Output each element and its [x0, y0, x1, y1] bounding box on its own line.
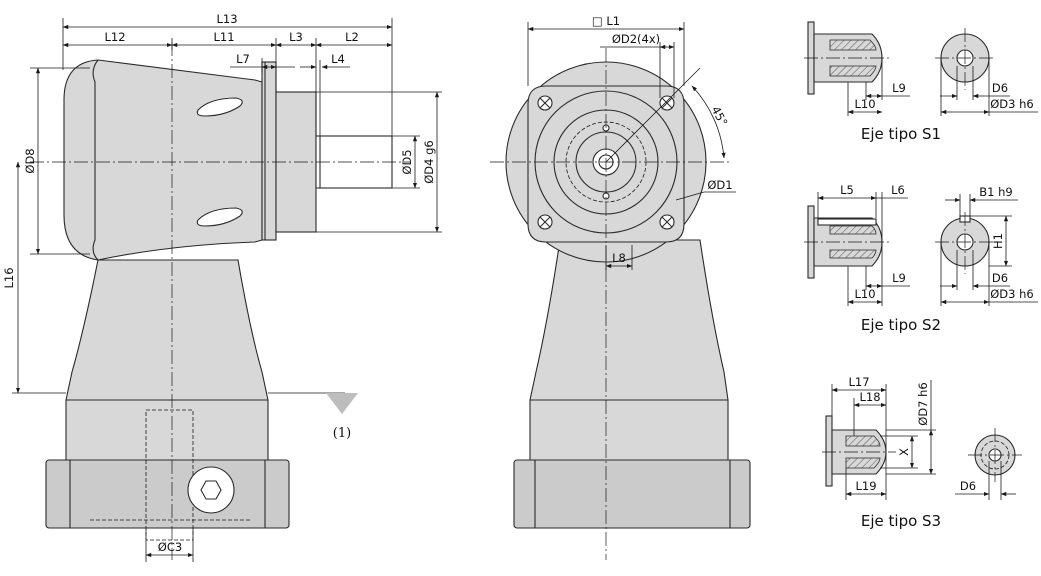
bolt-hole-tr	[659, 95, 675, 111]
front-view: □ L1 ØD2(4x) 45° ØD1 L8	[490, 14, 751, 560]
s2-label-d6: D6	[992, 271, 1008, 285]
s3-hatch-bottom	[845, 457, 881, 469]
s2-label-b1: B1 h9	[979, 185, 1012, 199]
s1-caption: Eje tipo S1	[861, 125, 941, 143]
label-l3: L3	[289, 30, 303, 44]
bolt-hole-br	[659, 214, 675, 230]
s3-label-l19: L19	[855, 479, 876, 493]
label-note: (1)	[333, 426, 351, 441]
side-slot-upper	[196, 97, 243, 117]
s3-label-d7: ØD7 h6	[916, 382, 930, 425]
mount-marker-icon	[326, 393, 358, 414]
s3-label-x: X	[897, 448, 911, 456]
s2-hatch-bottom	[829, 249, 877, 259]
label-d1: ØD1	[707, 178, 732, 192]
s1-label-d6: D6	[992, 81, 1008, 95]
label-l8: L8	[612, 251, 626, 265]
front-base-flange	[513, 459, 751, 529]
label-angle: 45°	[709, 104, 731, 129]
s2-label-d3: ØD3 h6	[990, 287, 1033, 301]
bolt-hole-bl	[537, 214, 553, 230]
side-view: L13 L12 L11 L3 L2 L7 L4 ØD8 L16 ØD5	[2, 12, 442, 562]
s2-label-l5: L5	[840, 183, 854, 197]
label-l2: L2	[345, 30, 359, 44]
dim-angle-arc	[691, 85, 726, 159]
side-lower-body	[65, 259, 269, 461]
shaft-s3: L17 L18 L19 X ØD7 h6 D6 Eje tipo S3	[822, 375, 1022, 530]
label-d2: ØD2(4x)	[612, 32, 660, 46]
label-l7: L7	[236, 52, 250, 66]
side-slot-lower	[196, 207, 243, 227]
angle-ray	[605, 67, 701, 163]
s3-hatch-top	[845, 435, 881, 447]
label-c3: ØC3	[158, 540, 182, 554]
s2-label-h1: H1	[991, 233, 1005, 249]
s2-label-l6: L6	[891, 183, 905, 197]
s1-hatch-bottom	[829, 65, 877, 77]
s2-label-l9: L9	[892, 271, 906, 285]
s1-label-l10: L10	[854, 97, 875, 111]
shaft-s1: L9 L10 D6 ØD3 h6 Eje tipo S1	[804, 21, 1038, 143]
side-housing-cap-line	[92, 59, 99, 261]
s3-flange	[825, 415, 833, 487]
s2-caption: Eje tipo S2	[861, 316, 941, 334]
label-l11: L11	[213, 30, 234, 44]
label-l12: L12	[104, 30, 125, 44]
side-flange-ring	[261, 61, 277, 241]
label-d4: ØD4 g6	[422, 140, 436, 184]
side-base-flange	[45, 459, 290, 529]
label-d8: ØD8	[23, 148, 37, 173]
s2-key	[817, 218, 877, 226]
s3-label-d6: D6	[960, 479, 976, 493]
shaft-s2: L5 L6 L9 L10 B1 h9 H1 D6	[804, 183, 1038, 334]
dim-d1-leader	[675, 191, 705, 201]
s3-label-l18: L18	[859, 390, 880, 404]
label-d5: ØD5	[400, 149, 414, 174]
label-l1: □ L1	[592, 14, 620, 28]
label-l16: L16	[2, 267, 16, 288]
hex-socket-icon	[200, 480, 222, 500]
s1-label-l9: L9	[892, 81, 906, 95]
bolt-hole-tl	[537, 95, 553, 111]
front-lower-body	[529, 239, 729, 461]
s1-hatch-top	[829, 39, 877, 51]
s3-caption: Eje tipo S3	[861, 512, 941, 530]
label-l13: L13	[216, 12, 237, 26]
s2-label-l10: L10	[854, 287, 875, 301]
s1-label-d3: ØD3 h6	[990, 97, 1033, 111]
side-motor-housing	[63, 59, 263, 261]
label-l4: L4	[331, 52, 345, 66]
s3-label-l17: L17	[848, 375, 869, 389]
hex-plug-icon	[187, 466, 235, 514]
s2-hatch-top	[829, 225, 877, 235]
